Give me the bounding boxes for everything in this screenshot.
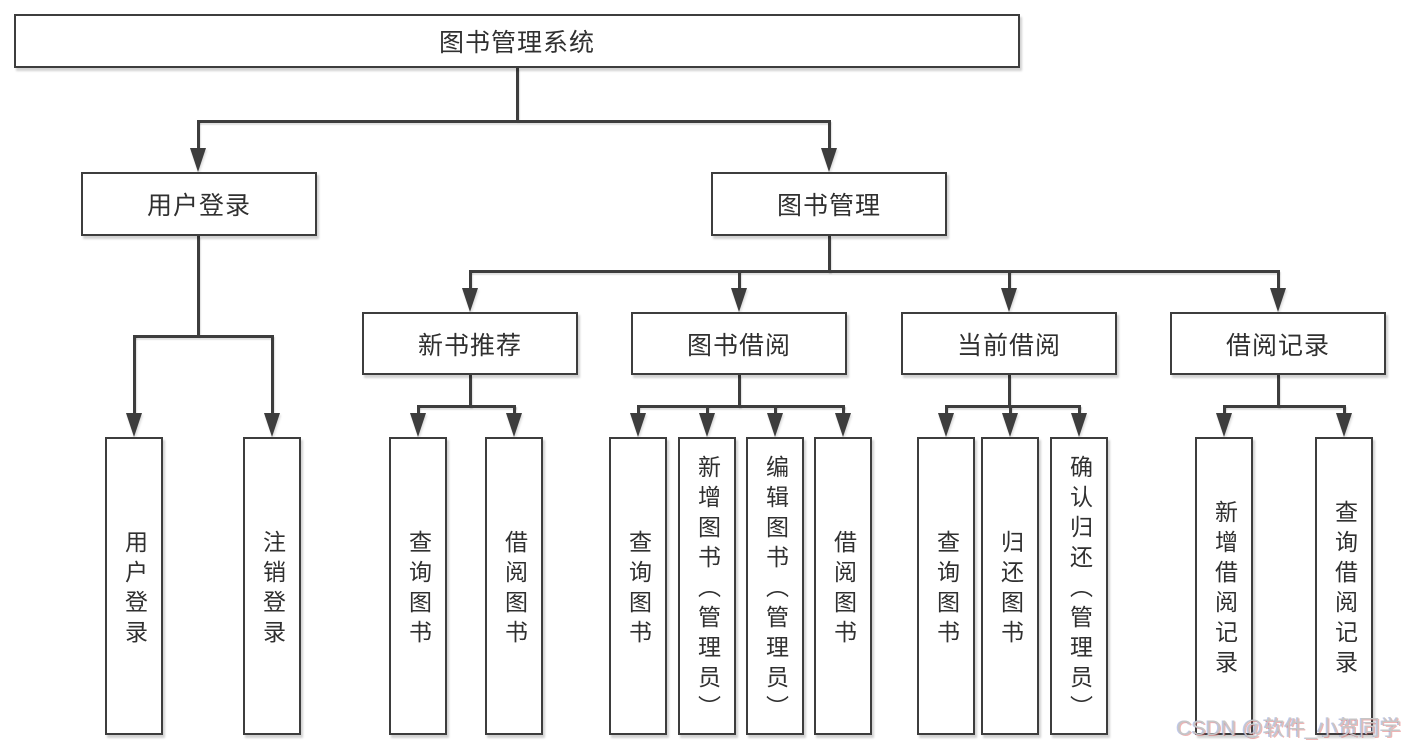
connector-line bbox=[197, 120, 830, 123]
arrowhead-down-icon bbox=[410, 413, 426, 437]
connector-line bbox=[417, 405, 516, 408]
node-library-system: 图书管理系统 bbox=[14, 14, 1020, 68]
leaf-edit-book-admin: 编辑图书（管理员） bbox=[746, 437, 804, 735]
leaf-return-book: 归还图书 bbox=[981, 437, 1039, 735]
connector-line bbox=[1277, 270, 1280, 290]
node-new-book-recommend: 新书推荐 bbox=[362, 312, 578, 375]
leaf-label: 确认归还（管理员） bbox=[1066, 454, 1093, 725]
connector-line bbox=[513, 405, 516, 415]
connector-line bbox=[945, 405, 1081, 408]
connector-line bbox=[1008, 270, 1011, 290]
leaf-label: 查询图书 bbox=[405, 529, 432, 650]
arrowhead-down-icon bbox=[1071, 413, 1087, 437]
connector-line bbox=[133, 335, 136, 417]
connector-line bbox=[637, 405, 845, 408]
arrowhead-down-icon bbox=[462, 288, 478, 312]
connector-line bbox=[1008, 375, 1011, 407]
connector-line bbox=[133, 335, 273, 338]
csdn-watermark: CSDN @软件_小贺同学 bbox=[1176, 717, 1401, 740]
connector-line bbox=[828, 236, 831, 272]
leaf-label: 编辑图书（管理员） bbox=[762, 454, 789, 725]
leaf-confirm-return-admin: 确认归还（管理员） bbox=[1050, 437, 1108, 735]
connector-line bbox=[738, 270, 741, 290]
connector-line bbox=[1343, 405, 1346, 415]
node-book-borrowing: 图书借阅 bbox=[631, 312, 847, 375]
connector-line bbox=[738, 375, 741, 407]
leaf-user-login: 用户登录 bbox=[105, 437, 163, 735]
connector-line bbox=[271, 335, 274, 417]
leaf-label: 借阅图书 bbox=[830, 529, 857, 650]
connector-line bbox=[706, 405, 709, 415]
arrowhead-down-icon bbox=[1001, 288, 1017, 312]
connector-line bbox=[1223, 405, 1226, 415]
leaf-query-borrow-record: 查询借阅记录 bbox=[1315, 437, 1373, 735]
leaf-query-books-borrowing: 查询图书 bbox=[609, 437, 667, 735]
node-user-login: 用户登录 bbox=[81, 172, 317, 236]
leaf-add-borrow-record: 新增借阅记录 bbox=[1195, 437, 1253, 735]
connector-line bbox=[469, 270, 472, 290]
connector-line bbox=[945, 405, 948, 415]
connector-line bbox=[1009, 405, 1012, 415]
arrowhead-down-icon bbox=[1336, 413, 1352, 437]
arrowhead-down-icon bbox=[630, 413, 646, 437]
arrowhead-down-icon bbox=[767, 413, 783, 437]
arrowhead-down-icon bbox=[821, 148, 837, 172]
leaf-borrow-books-borrowing: 借阅图书 bbox=[814, 437, 872, 735]
connector-line bbox=[197, 236, 200, 336]
connector-line bbox=[469, 375, 472, 407]
connector-line bbox=[197, 120, 200, 150]
connector-line bbox=[469, 270, 1279, 273]
leaf-label: 注销登录 bbox=[259, 529, 286, 650]
arrowhead-down-icon bbox=[699, 413, 715, 437]
arrowhead-down-icon bbox=[835, 413, 851, 437]
leaf-label: 新增图书（管理员） bbox=[694, 454, 721, 725]
arrowhead-down-icon bbox=[1002, 413, 1018, 437]
leaf-label: 新增借阅记录 bbox=[1211, 499, 1238, 680]
connector-line bbox=[774, 405, 777, 415]
arrowhead-down-icon bbox=[126, 413, 142, 437]
connector-line bbox=[1223, 405, 1345, 408]
leaf-logout: 注销登录 bbox=[243, 437, 301, 735]
leaf-label: 归还图书 bbox=[997, 529, 1024, 650]
connector-line bbox=[1078, 405, 1081, 415]
arrowhead-down-icon bbox=[506, 413, 522, 437]
leaf-label: 用户登录 bbox=[121, 529, 148, 650]
arrowhead-down-icon bbox=[1216, 413, 1232, 437]
arrowhead-down-icon bbox=[938, 413, 954, 437]
connector-line bbox=[516, 68, 519, 121]
connector-line bbox=[1277, 375, 1280, 407]
leaf-add-book-admin: 新增图书（管理员） bbox=[678, 437, 736, 735]
node-borrowing-records: 借阅记录 bbox=[1170, 312, 1386, 375]
leaf-label: 查询图书 bbox=[933, 529, 960, 650]
connector-line bbox=[637, 405, 640, 415]
node-book-management: 图书管理 bbox=[711, 172, 947, 236]
arrowhead-down-icon bbox=[264, 413, 280, 437]
arrowhead-down-icon bbox=[1270, 288, 1286, 312]
leaf-label: 查询图书 bbox=[625, 529, 652, 650]
connector-line bbox=[417, 405, 420, 415]
connector-line bbox=[828, 120, 831, 150]
arrowhead-down-icon bbox=[731, 288, 747, 312]
node-current-borrowing: 当前借阅 bbox=[901, 312, 1117, 375]
leaf-label: 借阅图书 bbox=[501, 529, 528, 650]
leaf-query-books-recommend: 查询图书 bbox=[389, 437, 447, 735]
leaf-borrow-books-recommend: 借阅图书 bbox=[485, 437, 543, 735]
connector-line bbox=[842, 405, 845, 415]
leaf-query-books-current: 查询图书 bbox=[917, 437, 975, 735]
arrowhead-down-icon bbox=[190, 148, 206, 172]
leaf-label: 查询借阅记录 bbox=[1331, 499, 1358, 680]
